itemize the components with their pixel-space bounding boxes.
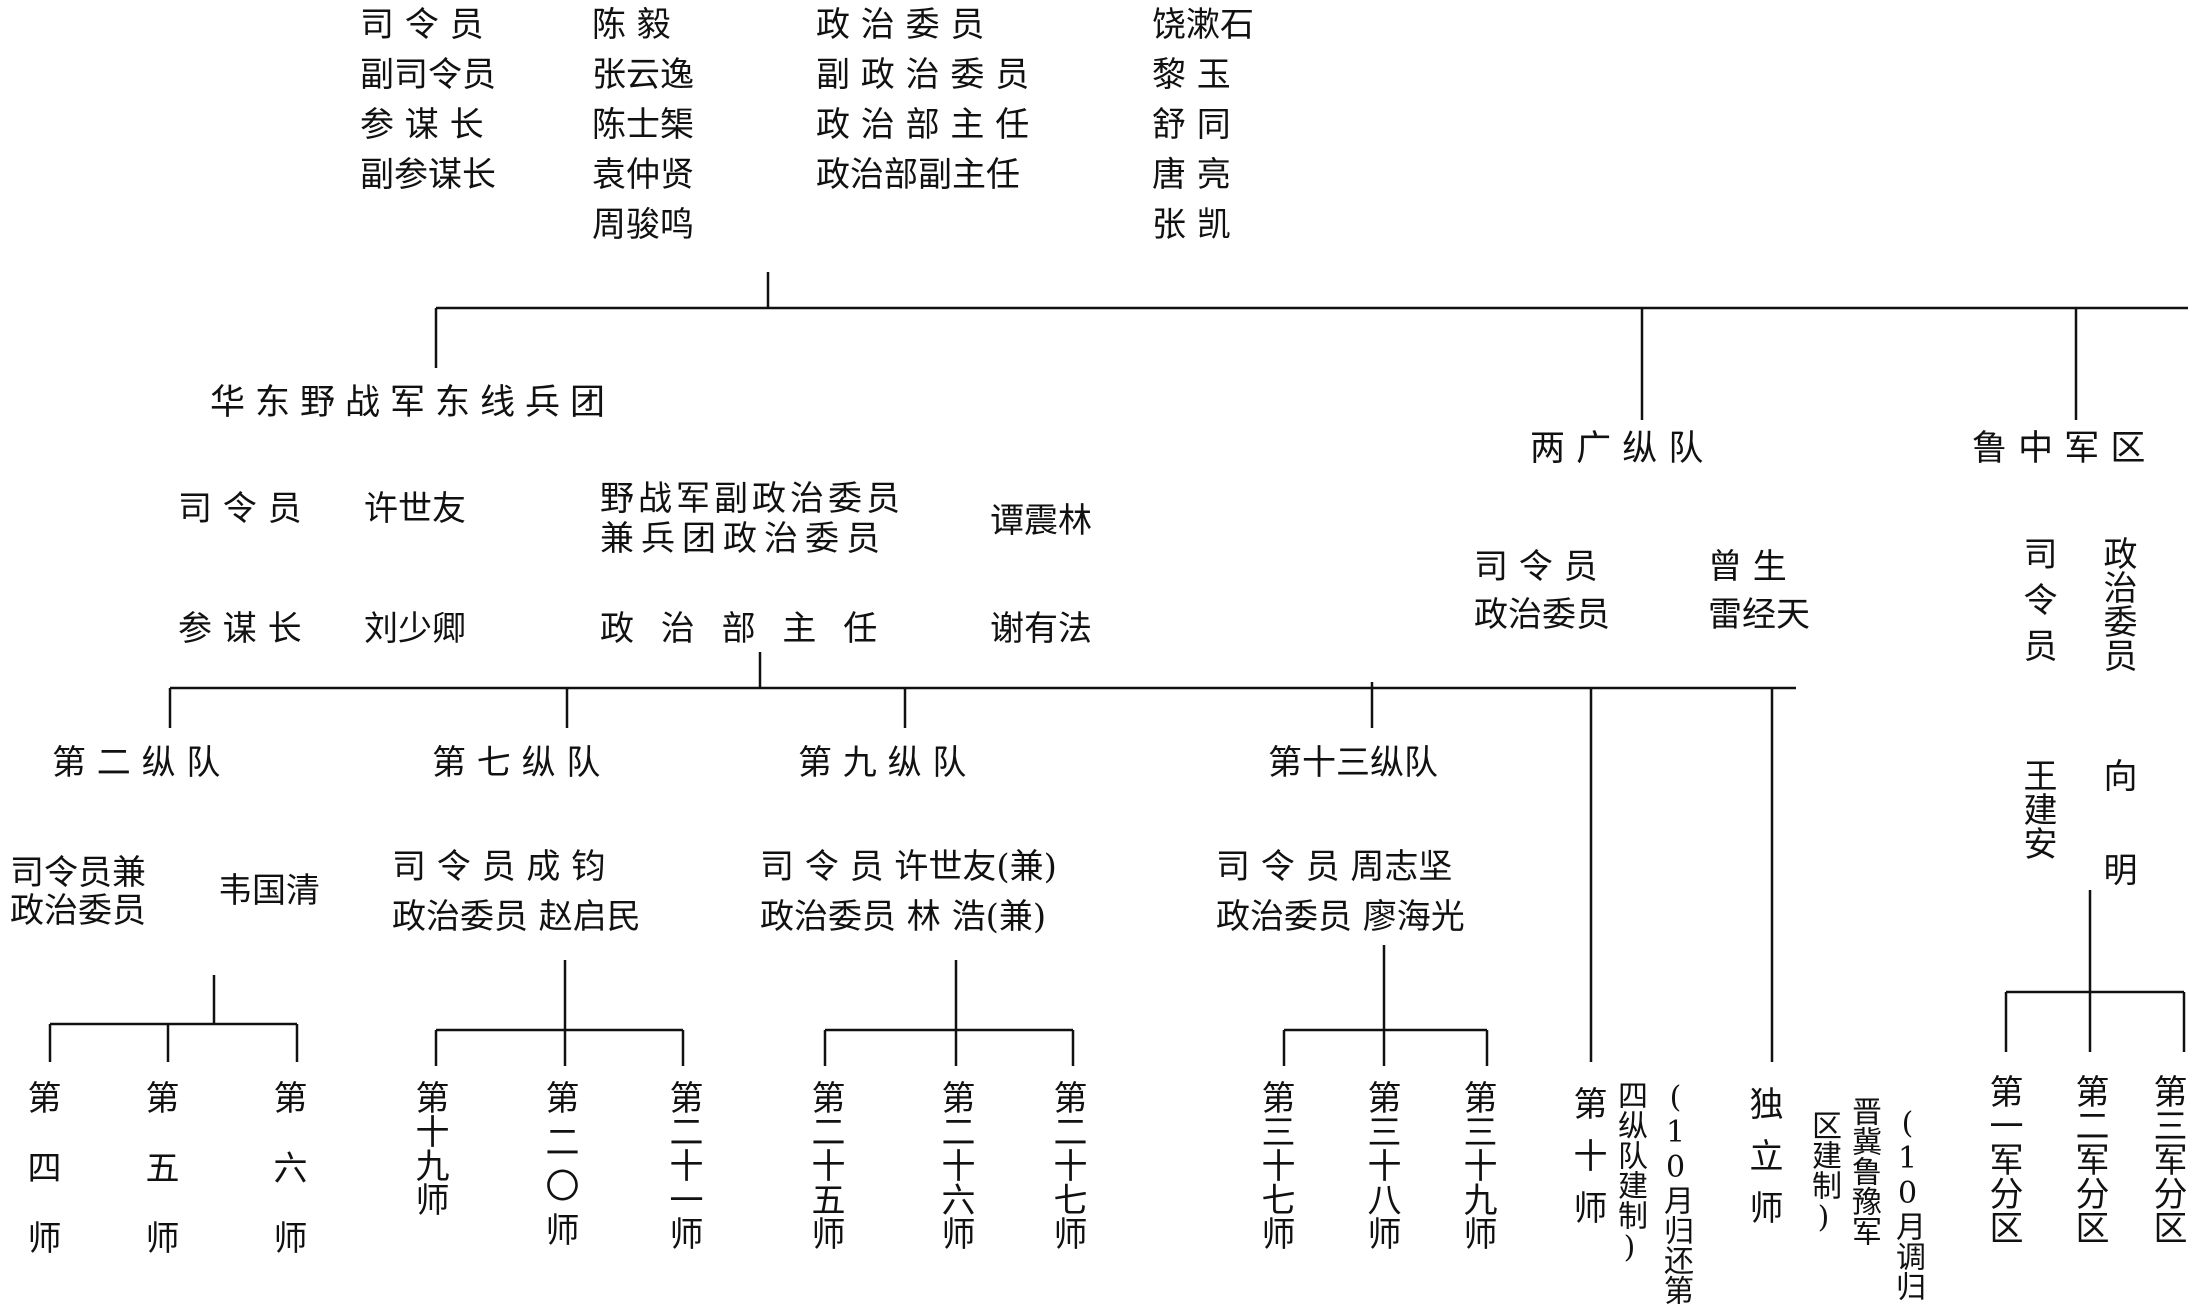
liangguang-pc-name: 雷经天 bbox=[1708, 595, 1810, 635]
division-26: 第二十六师 bbox=[935, 1080, 975, 1250]
independent-division-note-line1: (10月调归 bbox=[1890, 1106, 1925, 1301]
division-10: 第十师 bbox=[1567, 1086, 1607, 1242]
independent-division: 独立师 bbox=[1743, 1086, 1783, 1242]
east-chief-of-staff-name: 刘少卿 bbox=[364, 609, 466, 649]
division-5: 第五师 bbox=[139, 1080, 179, 1290]
hq-name: 唐 亮 bbox=[1152, 155, 1231, 195]
hq-title-political-dept-deputy: 政治部副主任 bbox=[816, 155, 1020, 195]
division-39: 第三十九师 bbox=[1457, 1080, 1497, 1250]
luzhong-commander-title: 司令员 bbox=[2017, 536, 2057, 674]
luzhong-title: 鲁 中 军 区 bbox=[1972, 429, 2146, 469]
column-7-political-commissar: 政治委员 赵启民 bbox=[392, 897, 641, 937]
division-19: 第十九师 bbox=[409, 1080, 449, 1216]
division-10-note-line1: (10月归还第 bbox=[1658, 1080, 1693, 1305]
east-commander-name: 许世友 bbox=[364, 489, 466, 529]
liangguang-title-pc: 政治委员 bbox=[1474, 595, 1610, 635]
east-pc-name: 谭震林 bbox=[990, 501, 1092, 541]
column-7-title: 第 七 纵 队 bbox=[432, 743, 601, 783]
liangguang-title-commander: 司 令 员 bbox=[1474, 547, 1598, 587]
hq-name: 陈 毅 bbox=[592, 5, 671, 45]
division-10-note-line2: 四纵队建制) bbox=[1612, 1080, 1647, 1265]
column-13-political-commissar: 政治委员 廖海光 bbox=[1216, 897, 1465, 937]
east-commander-title: 司 令 员 bbox=[178, 489, 302, 529]
column-13-commander: 司 令 员 周志坚 bbox=[1216, 847, 1453, 887]
hq-name: 舒 同 bbox=[1152, 105, 1231, 145]
hq-name: 袁仲贤 bbox=[592, 155, 694, 195]
hq-name: 周骏鸣 bbox=[592, 205, 694, 245]
hq-title-deputy-political-commissar: 副 政 治 委 员 bbox=[816, 55, 1030, 95]
division-21: 第二十一师 bbox=[663, 1080, 703, 1250]
east-pd-name: 谢有法 bbox=[990, 609, 1092, 649]
column-9-commander: 司 令 员 许世友(兼) bbox=[760, 847, 1057, 887]
column-2-leader-name: 韦国清 bbox=[218, 871, 320, 911]
luzhong-subregion-1: 第一军分区 bbox=[1983, 1074, 2023, 1244]
luzhong-pc-title: 政治委员 bbox=[2097, 536, 2137, 672]
hq-name: 陈士榘 bbox=[592, 105, 694, 145]
hq-name: 张云逸 bbox=[592, 55, 694, 95]
column-13-title: 第十三纵队 bbox=[1268, 743, 1438, 783]
liangguang-title: 两 广 纵 队 bbox=[1530, 429, 1704, 469]
column-2-title: 第 二 纵 队 bbox=[52, 743, 221, 783]
hq-title-political-commissar: 政 治 委 员 bbox=[816, 5, 985, 45]
division-6: 第六师 bbox=[267, 1080, 307, 1290]
luzhong-subregion-2: 第二军分区 bbox=[2069, 1074, 2109, 1244]
luzhong-subregion-3: 第三军分区 bbox=[2147, 1074, 2187, 1244]
hq-title-political-dept-director: 政 治 部 主 任 bbox=[816, 105, 1030, 145]
hq-title-deputy-commander: 副司令员 bbox=[360, 55, 496, 95]
hq-title-chief-of-staff: 参 谋 长 bbox=[360, 105, 484, 145]
luzhong-pc-name: 向 明 bbox=[2097, 758, 2137, 896]
hq-name: 张 凯 bbox=[1152, 205, 1231, 245]
hq-name: 饶漱石 bbox=[1152, 5, 1254, 45]
column-9-political-commissar: 政治委员 林 浩(兼) bbox=[760, 897, 1047, 937]
hq-name: 黎 玉 bbox=[1152, 55, 1231, 95]
column-2-leader-title-line2: 政治委员 bbox=[10, 891, 146, 931]
division-25: 第二十五师 bbox=[805, 1080, 845, 1250]
division-38: 第三十八师 bbox=[1361, 1080, 1401, 1250]
east-pc-title-line2: 兼兵团政治委员 bbox=[600, 519, 887, 559]
east-group-title: 华东野战军东线兵团 bbox=[210, 383, 616, 423]
independent-division-note-line2: 晋冀鲁豫军 bbox=[1846, 1096, 1881, 1246]
column-9-title: 第 九 纵 队 bbox=[798, 743, 967, 783]
division-37: 第三十七师 bbox=[1255, 1080, 1295, 1250]
liangguang-commander-name: 曾 生 bbox=[1708, 547, 1787, 587]
east-pd-title: 政 治 部 主 任 bbox=[600, 609, 886, 649]
east-pc-title-line1: 野战军副政治委员 bbox=[600, 479, 904, 519]
east-chief-of-staff-title: 参 谋 长 bbox=[178, 609, 302, 649]
column-2-leader-title-line1: 司令员兼 bbox=[10, 853, 146, 893]
luzhong-commander-name: 王建安 bbox=[2017, 758, 2057, 860]
division-4: 第四师 bbox=[21, 1080, 61, 1290]
division-20: 第二〇师 bbox=[539, 1080, 579, 1256]
column-7-commander: 司 令 员 成 钧 bbox=[392, 847, 606, 887]
hq-title-deputy-chief-of-staff: 副参谋长 bbox=[360, 155, 496, 195]
independent-division-note-line3: 区建制) bbox=[1806, 1110, 1841, 1235]
division-27: 第二十七师 bbox=[1047, 1080, 1087, 1250]
hq-title-commander: 司 令 员 bbox=[360, 5, 484, 45]
